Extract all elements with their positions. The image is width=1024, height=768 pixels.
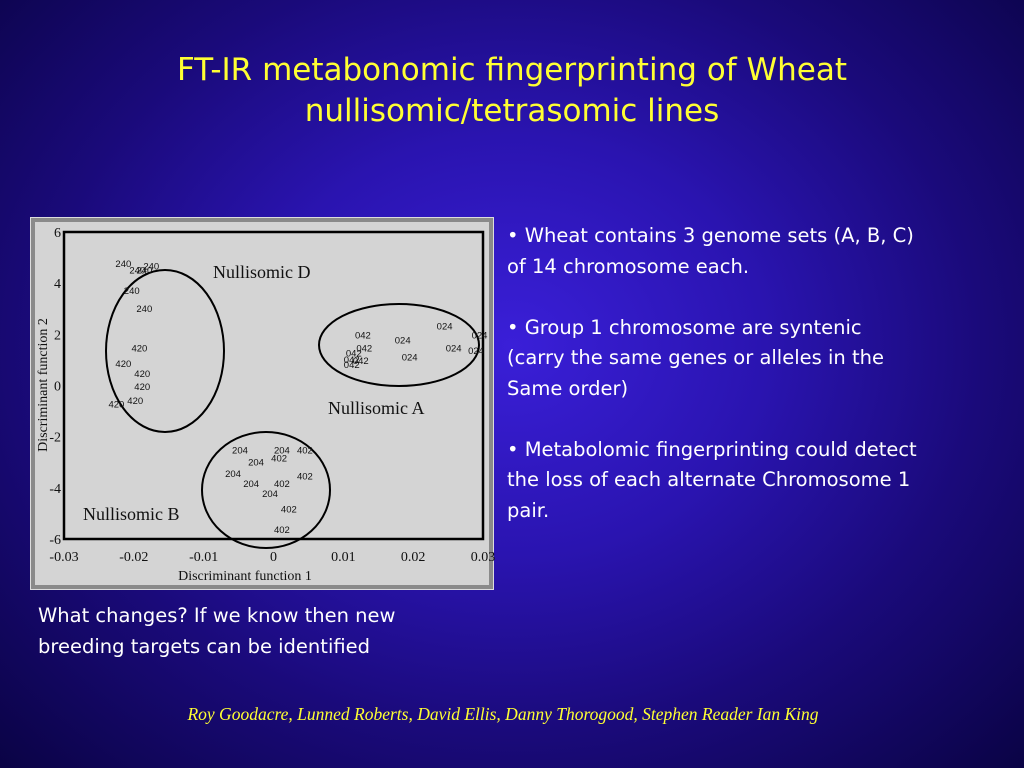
bullet-list: • Wheat contains 3 genome sets (A, B, C)… <box>507 221 1012 557</box>
data-point-label: 024 <box>437 322 453 333</box>
bullet-text: • Wheat contains 3 genome sets (A, B, C) <box>507 224 914 247</box>
x-tick-label: -0.01 <box>189 550 218 565</box>
x-tick-label: -0.03 <box>49 550 78 565</box>
data-point-label: 240 <box>143 262 159 273</box>
slide-title-line1: FT-IR metabonomic fingerprinting of Whea… <box>176 52 848 88</box>
data-point-label: 204 <box>243 479 259 490</box>
y-axis-label: Discriminant function 2 <box>36 318 51 452</box>
nullisomic-b-ellipse <box>201 431 331 549</box>
data-point-label: 024 <box>402 352 418 363</box>
data-point-label: 204 <box>274 446 290 457</box>
bullet-item: • Group 1 chromosome are syntenic (carry… <box>507 313 1012 405</box>
nullisomic-d-label: Nullisomic D <box>213 262 311 282</box>
data-point-label: 042 <box>353 356 369 367</box>
x-axis-label: Discriminant function 1 <box>178 569 312 584</box>
y-tick-label: -4 <box>49 482 61 497</box>
data-point-label: 402 <box>297 471 313 482</box>
y-tick-labels: 6 4 2 0 -2 -4 -6 <box>49 226 61 548</box>
cluster-groups: Nullisomic D Nullisomic A Nullisomic B <box>83 262 480 549</box>
data-point-label: 420 <box>108 400 124 411</box>
nullisomic-d-ellipse <box>105 269 225 433</box>
data-point-label: 402 <box>274 525 290 536</box>
data-point-label: 204 <box>262 489 278 500</box>
data-point-label: 420 <box>131 343 147 354</box>
plot-background <box>35 222 489 585</box>
data-point-label: 420 <box>115 359 131 370</box>
data-point-label: 024 <box>446 343 462 354</box>
plot-frame <box>62 230 485 541</box>
y-tick-label: -2 <box>49 431 61 446</box>
data-point-label: 402 <box>274 479 290 490</box>
slide-title: FT-IR metabonomic fingerprinting of Whea… <box>40 50 984 132</box>
nullisomic-a-ellipse <box>318 303 480 387</box>
data-point-label: 402 <box>271 453 287 464</box>
data-point-label: 240 <box>115 259 131 270</box>
data-point-label: 042 <box>344 355 360 366</box>
data-point-label: 240 <box>136 304 152 315</box>
data-point-label: 240 <box>136 265 152 276</box>
data-point-label: 042 <box>346 349 362 360</box>
bullet-item: • Wheat contains 3 genome sets (A, B, C)… <box>507 221 1012 282</box>
x-tick-label: 0 <box>270 550 277 565</box>
data-point-label: 420 <box>127 396 143 407</box>
bullet-text: • Group 1 chromosome are syntenic <box>507 315 862 339</box>
figure-caption: What changes? If we know then new breedi… <box>38 601 498 662</box>
x-tick-label: 0.03 <box>471 550 496 565</box>
nullisomic-a-label: Nullisomic A <box>328 398 425 418</box>
slide-title-line2: nullisomic/tetrasomic lines <box>304 93 720 129</box>
bullet-text: Same order) <box>507 376 629 400</box>
bullet-text: pair. <box>507 498 550 522</box>
data-point-label: 240 <box>129 265 145 276</box>
x-tick-label: 0.02 <box>401 550 426 565</box>
data-point-label: 420 <box>134 382 150 393</box>
x-tick-label: -0.02 <box>119 550 148 565</box>
data-point-label: 042 <box>356 343 372 354</box>
data-point-label: 042 <box>355 331 371 342</box>
bullet-text: • Metabolomic fingerprinting could detec… <box>507 437 917 461</box>
y-tick-label: 4 <box>54 277 61 292</box>
y-tick-label: 2 <box>54 328 61 343</box>
data-point-label: 204 <box>248 457 264 468</box>
author-credit: Roy Goodacre, Lunned Roberts, David Elli… <box>187 704 819 724</box>
data-point-label: 024 <box>395 336 411 347</box>
bullet-text: of 14 chromosome each. <box>507 254 750 278</box>
y-tick-label: 0 <box>54 380 61 395</box>
bullet-text: the loss of each alternate Chromosome 1 <box>507 468 911 491</box>
data-point-label: 402 <box>297 446 313 457</box>
data-point-label: 024 <box>468 346 484 357</box>
data-point-label: 420 <box>134 369 150 380</box>
data-point-label: 024 <box>472 331 488 342</box>
y-tick-label: 6 <box>54 226 61 241</box>
caption-text: breeding targets can be identified <box>38 634 371 658</box>
bullet-text: (carry the same genes or alleles in the <box>507 346 884 369</box>
x-tick-label: 0.01 <box>331 550 356 565</box>
x-tick-labels: -0.03 -0.02 -0.01 0 0.01 0.02 0.03 <box>49 550 495 565</box>
y-tick-label: -6 <box>49 533 61 548</box>
caption-text: What changes? If we know then new <box>38 604 396 627</box>
data-point-label: 042 <box>344 360 360 371</box>
nullisomic-b-label: Nullisomic B <box>83 504 180 524</box>
bullet-item: • Metabolomic fingerprinting could detec… <box>507 435 1012 527</box>
data-point-label: 204 <box>232 446 248 457</box>
data-point-label: 240 <box>124 286 140 297</box>
data-point-label: 402 <box>281 505 297 516</box>
data-point-label: 204 <box>225 469 241 480</box>
